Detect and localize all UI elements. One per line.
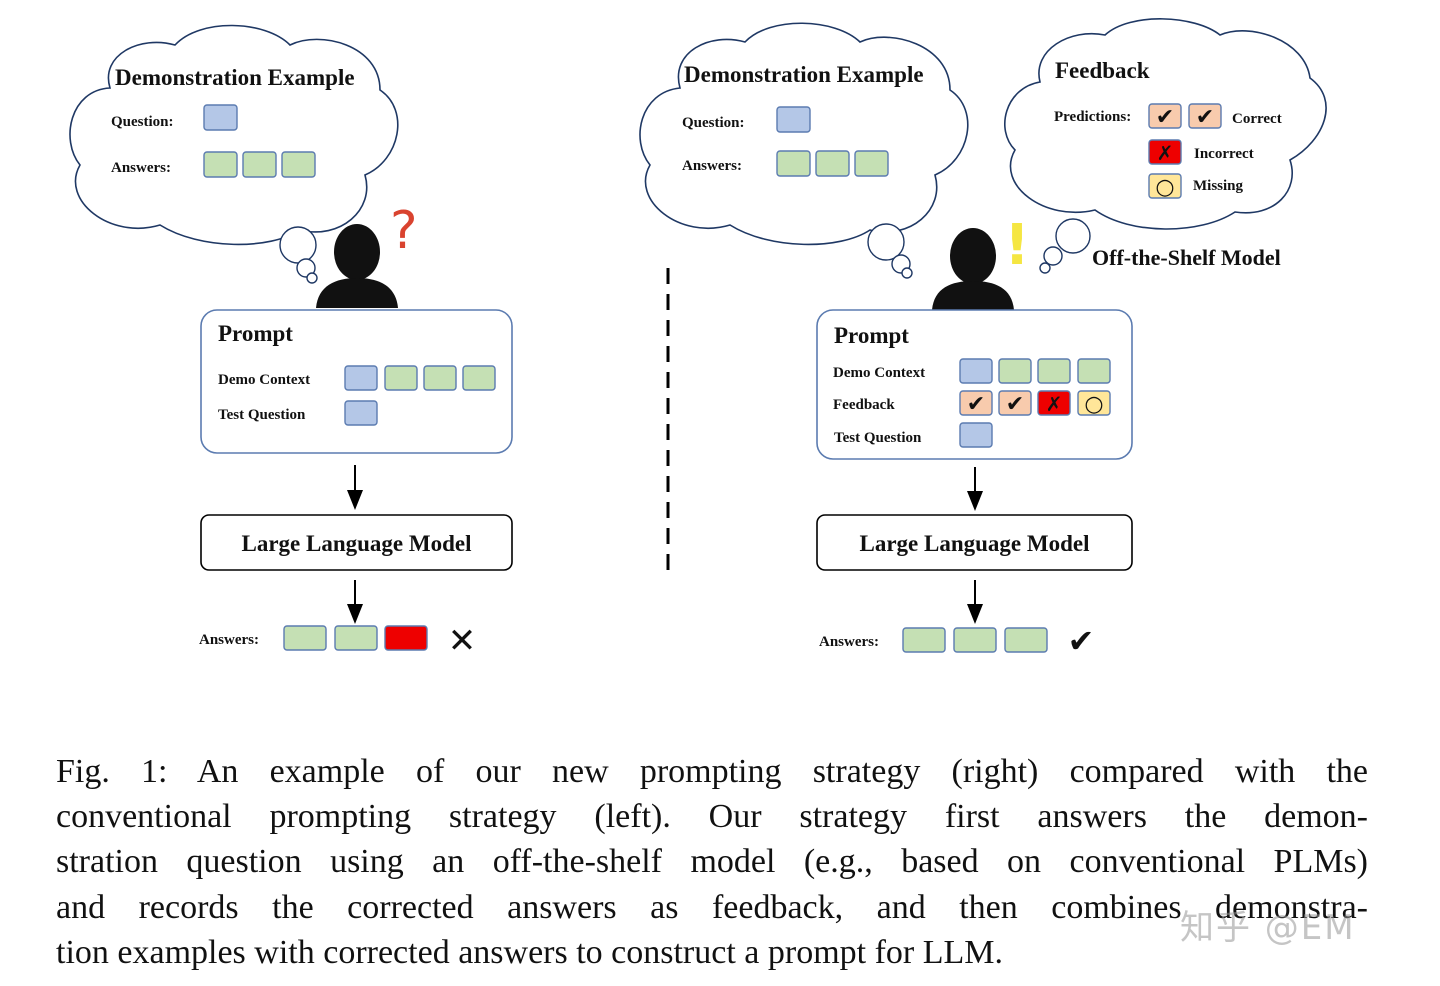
- right-answer-box: [953, 627, 997, 653]
- feedback-incorrect-label: Incorrect: [1194, 146, 1254, 162]
- right-demo-answer-box: [815, 150, 850, 177]
- right-demo-question-box: [776, 106, 811, 133]
- right-context-answer-box: [998, 358, 1032, 384]
- watermark: 知乎 @EM: [1180, 908, 1356, 948]
- feedback-correct-box: [1188, 103, 1222, 129]
- feedback-thought-bubble: [1043, 246, 1063, 266]
- left-question-mark: ?: [390, 201, 418, 261]
- right-feedback-missing-box: [1077, 390, 1111, 416]
- left-answer-wrong-box: [384, 625, 428, 651]
- feedback-incorrect-box: [1148, 139, 1182, 165]
- right-prompt-title: Prompt: [834, 323, 909, 348]
- left-prompt-title: Prompt: [218, 321, 293, 346]
- left-context-answer-box: [462, 365, 496, 391]
- right-person-icon: [932, 228, 1014, 310]
- feedback-correct-label: Correct: [1232, 111, 1282, 127]
- right-result-check-icon: ✔: [1068, 622, 1095, 660]
- left-demo-question-box: [203, 104, 238, 131]
- left-context-question-box: [344, 365, 378, 391]
- left-demo-answer-box: [203, 151, 238, 178]
- feedback-correct-box: [1148, 103, 1182, 129]
- right-demo-answer-box: [776, 150, 811, 177]
- right-feedback-check-icon: ✔: [967, 392, 985, 417]
- feedback-title: Feedback: [1055, 58, 1150, 83]
- right-feedback-correct-box: [959, 390, 993, 416]
- right-demo-question-label: Question:: [682, 115, 745, 131]
- feedback-missing-label: Missing: [1193, 178, 1244, 194]
- left-person-icon: [316, 224, 398, 308]
- caption-line-1: Fig. 1: An example of our new prompting …: [56, 753, 1368, 790]
- left-demo-title: Demonstration Example: [115, 65, 355, 90]
- left-demo-answer-box: [242, 151, 277, 178]
- right-answer-box: [902, 627, 946, 653]
- right-thought-bubble: [901, 267, 913, 279]
- caption-line-3: stration question using an off-the-shelf…: [56, 843, 1368, 880]
- off-the-shelf-model-label: Off-the-Shelf Model: [1092, 245, 1281, 270]
- right-context-answer-box: [1037, 358, 1071, 384]
- right-feedback-incorrect-box: [1037, 390, 1071, 416]
- feedback-check-icon: ✔: [1196, 105, 1214, 130]
- caption-line-5: tion examples with corrected answers to …: [56, 934, 1004, 971]
- left-demo-question-label: Question:: [111, 114, 174, 130]
- right-feedback-cross-icon: ✗: [1046, 392, 1063, 416]
- caption-line-2: conventional prompting strategy (left). …: [56, 798, 1368, 835]
- left-demo-answer-box: [281, 151, 316, 178]
- right-demo-answers-label: Answers:: [682, 158, 742, 174]
- right-llm-box: [816, 514, 1133, 571]
- right-test-question-label: Test Question: [834, 430, 922, 446]
- left-thought-cloud: [69, 24, 399, 246]
- left-thought-bubble: [279, 226, 317, 264]
- left-llm-label: Large Language Model: [242, 531, 472, 556]
- caption-line-4: and records the corrected answers as fee…: [56, 889, 1368, 926]
- left-test-question-box: [344, 400, 378, 426]
- right-demo-title: Demonstration Example: [684, 62, 924, 87]
- left-result-cross-icon: ✕: [448, 621, 477, 661]
- left-context-answer-box: [384, 365, 418, 391]
- left-answers-label: Answers:: [199, 632, 259, 648]
- right-context-answer-box: [1077, 358, 1111, 384]
- right-feedback-correct-box: [998, 390, 1032, 416]
- right-context-question-box: [959, 358, 993, 384]
- left-demo-answers-label: Answers:: [111, 160, 171, 176]
- right-llm-label: Large Language Model: [860, 531, 1090, 556]
- right-answers-label: Answers:: [819, 634, 879, 650]
- left-context-answer-box: [423, 365, 457, 391]
- feedback-predictions-label: Predictions:: [1054, 109, 1131, 125]
- right-prompt-box: [816, 309, 1133, 460]
- left-thought-bubble: [296, 258, 316, 278]
- right-feedback-check-icon: ✔: [1006, 392, 1024, 417]
- left-test-question-label: Test Question: [218, 407, 306, 423]
- feedback-check-icon: ✔: [1156, 105, 1174, 130]
- feedback-thought-bubble: [1039, 262, 1051, 274]
- feedback-thought-bubble: [1055, 218, 1091, 254]
- feedback-circle-icon: ○: [1155, 175, 1174, 200]
- left-answer-box: [283, 625, 327, 651]
- left-thought-bubble: [306, 272, 318, 284]
- right-test-question-box: [959, 422, 993, 448]
- right-alert-mark: !: [1004, 213, 1030, 278]
- right-demo-context-label: Demo Context: [833, 365, 925, 381]
- left-demo-context-label: Demo Context: [218, 372, 310, 388]
- left-llm-box: [200, 514, 513, 571]
- right-thought-cloud: [639, 22, 969, 246]
- right-feedback-circle-icon: ○: [1084, 392, 1103, 417]
- feedback-cross-icon: ✗: [1157, 141, 1174, 165]
- right-answer-box: [1004, 627, 1048, 653]
- right-demo-answer-box: [854, 150, 889, 177]
- feedback-missing-box: [1148, 173, 1182, 199]
- figure-diagram: Demonstration Example Question: Answers:…: [69, 18, 1327, 661]
- left-answer-box: [334, 625, 378, 651]
- right-feedback-label: Feedback: [833, 397, 895, 413]
- right-thought-bubble: [867, 223, 905, 261]
